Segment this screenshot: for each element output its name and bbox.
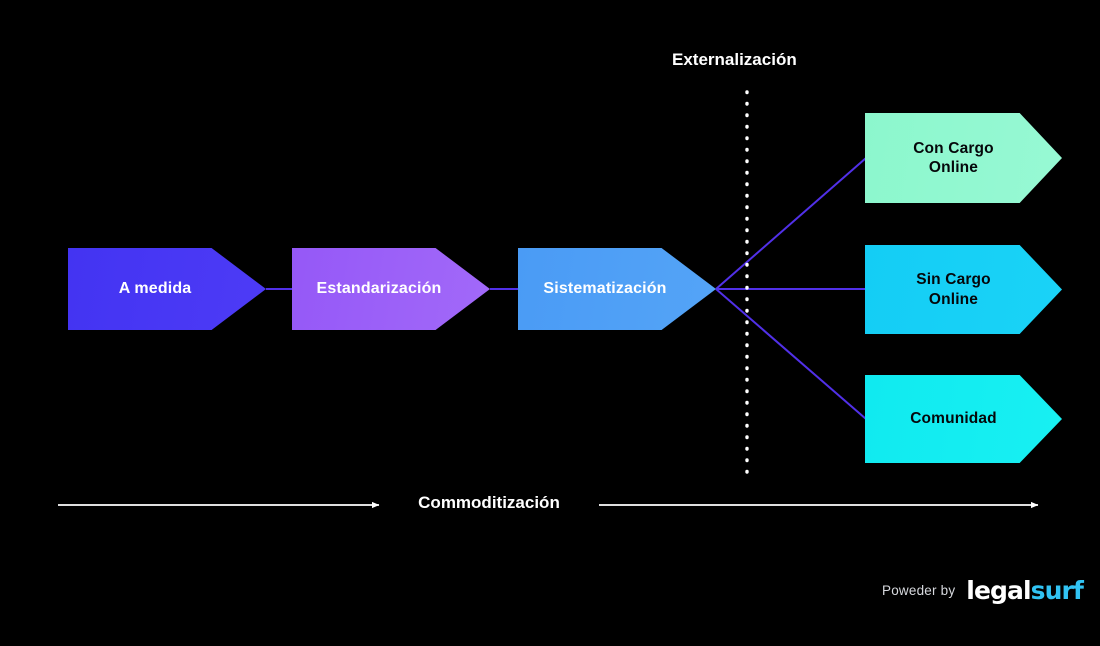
stage-label-estandarizacion: Estandarización xyxy=(316,280,442,298)
externalization-title: Externalización xyxy=(672,50,797,69)
connector-fan-comunidad xyxy=(715,288,867,420)
stage-box-estandarizacion[interactable]: Estandarización xyxy=(292,248,490,330)
stage-box-a-medida[interactable]: A medida xyxy=(68,248,266,330)
outcome-box-sin-cargo-online[interactable]: Sin Cargo Online xyxy=(865,245,1062,334)
outcome-label-comunidad: Comunidad xyxy=(910,410,997,428)
stage-box-sistematizacion[interactable]: Sistematización xyxy=(518,248,716,330)
stage-label-sistematizacion: Sistematización xyxy=(543,280,667,298)
axis-label-commoditizacion: Commoditización xyxy=(418,493,560,512)
stage-label-a-medida: A medida xyxy=(118,280,192,298)
logo-word-surf: surf xyxy=(1030,576,1084,605)
outcome-box-comunidad[interactable]: Comunidad xyxy=(865,375,1062,463)
powered-by-text: Poweder by xyxy=(882,583,956,598)
footer-branding: Poweder by legalsurf xyxy=(882,576,1084,605)
outcome-box-con-cargo-online[interactable]: Con Cargo Online xyxy=(865,113,1062,203)
legalsurf-logo[interactable]: legalsurf xyxy=(966,576,1084,605)
logo-word-legal: legal xyxy=(966,576,1031,605)
connector-fan-con-cargo-online xyxy=(715,157,867,290)
outcome-label-con-cargo-online: Con Cargo Online xyxy=(913,139,994,176)
outcome-label-sin-cargo-online: Sin Cargo Online xyxy=(916,271,991,308)
